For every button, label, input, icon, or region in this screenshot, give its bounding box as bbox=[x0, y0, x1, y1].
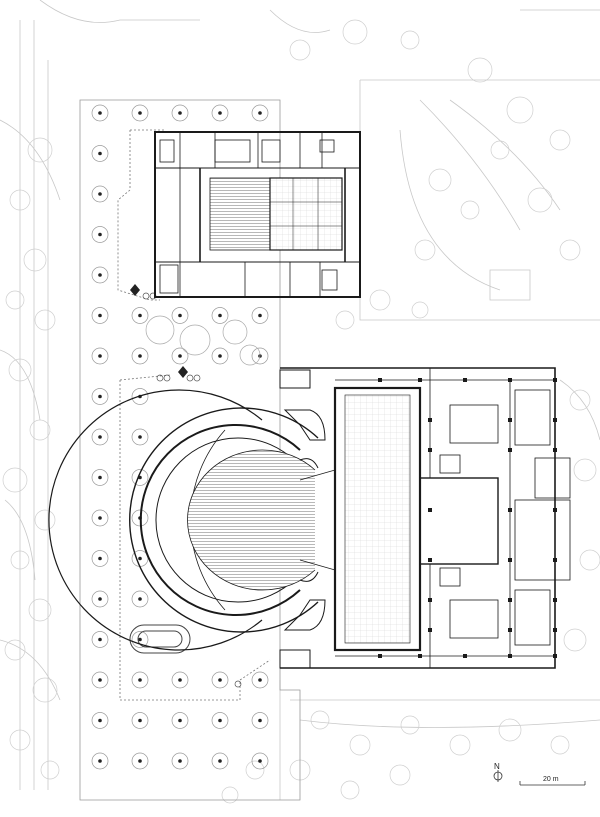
column bbox=[428, 418, 432, 422]
tree-pit bbox=[251, 712, 269, 729]
column bbox=[553, 378, 557, 382]
tree-pit bbox=[131, 752, 149, 770]
tree-pit bbox=[91, 509, 109, 527]
column bbox=[428, 508, 432, 512]
tree-pit bbox=[211, 671, 229, 689]
column bbox=[428, 558, 432, 562]
column bbox=[463, 654, 467, 658]
column bbox=[508, 448, 512, 452]
column bbox=[418, 654, 422, 658]
tree-pit bbox=[91, 428, 109, 446]
tree-pit bbox=[131, 307, 149, 324]
tree-pit bbox=[91, 145, 109, 162]
tree-pit bbox=[91, 752, 109, 770]
tree-pit bbox=[251, 307, 269, 324]
tree-pit bbox=[91, 388, 109, 405]
column bbox=[553, 448, 557, 452]
plaza-boundary bbox=[79, 99, 301, 801]
tree-pit bbox=[251, 671, 269, 689]
tree-pit bbox=[211, 752, 229, 770]
tree-pit bbox=[131, 347, 149, 365]
tree-pit bbox=[91, 469, 109, 486]
tree-pit bbox=[211, 104, 229, 122]
landscape-trees bbox=[2, 19, 600, 804]
scale-label: 20 m bbox=[543, 776, 559, 783]
tree-pit bbox=[131, 590, 149, 608]
tree-pit bbox=[251, 104, 269, 122]
scale-bar bbox=[519, 781, 586, 786]
tree-pit bbox=[91, 307, 109, 324]
column bbox=[428, 598, 432, 602]
column bbox=[553, 418, 557, 422]
column bbox=[553, 654, 557, 658]
tree-pit bbox=[91, 185, 109, 203]
north-label: N bbox=[494, 762, 500, 771]
tree-pit bbox=[91, 266, 109, 284]
main-auditorium bbox=[48, 389, 336, 651]
building-small-theatre bbox=[154, 131, 361, 298]
north-arrow bbox=[493, 770, 503, 782]
column bbox=[378, 654, 382, 658]
plaza-feature-circles bbox=[145, 315, 261, 366]
plaza-tree-grid bbox=[91, 104, 269, 770]
column bbox=[508, 598, 512, 602]
column bbox=[428, 448, 432, 452]
auditorium-stairs bbox=[283, 409, 326, 631]
tree-pit bbox=[171, 712, 189, 729]
path-markers bbox=[130, 284, 188, 378]
tree-pit bbox=[171, 347, 189, 365]
tree-pit bbox=[171, 307, 189, 324]
tree-pit bbox=[211, 712, 229, 729]
building-main-theatre bbox=[279, 367, 571, 669]
tree-pit bbox=[91, 104, 109, 122]
column bbox=[418, 378, 422, 382]
column bbox=[553, 508, 557, 512]
tree-pit bbox=[91, 712, 109, 729]
tree-pit bbox=[131, 104, 149, 122]
tree-pit bbox=[131, 631, 149, 648]
column bbox=[463, 378, 467, 382]
tree-pit bbox=[171, 752, 189, 770]
column bbox=[508, 508, 512, 512]
column bbox=[508, 628, 512, 632]
tree-pit bbox=[91, 590, 109, 608]
structural-columns bbox=[378, 378, 557, 658]
oval-water-feature bbox=[129, 624, 191, 654]
column bbox=[508, 418, 512, 422]
column bbox=[553, 558, 557, 562]
tree-pit bbox=[251, 752, 269, 770]
column bbox=[508, 654, 512, 658]
tree-pit bbox=[211, 347, 229, 365]
tree-pit bbox=[91, 671, 109, 689]
pedestrian-paths bbox=[117, 129, 271, 701]
column bbox=[553, 598, 557, 602]
tree-pit bbox=[211, 307, 229, 324]
column bbox=[378, 378, 382, 382]
column bbox=[428, 628, 432, 632]
tree-pit bbox=[131, 712, 149, 729]
site-context bbox=[0, 0, 600, 800]
tree-pit bbox=[91, 550, 109, 567]
tree-pit bbox=[91, 226, 109, 243]
tree-pit bbox=[131, 671, 149, 689]
column bbox=[508, 558, 512, 562]
column bbox=[553, 628, 557, 632]
tree-pit bbox=[91, 347, 109, 365]
tree-pit bbox=[171, 671, 189, 689]
column bbox=[508, 378, 512, 382]
tree-pit bbox=[171, 104, 189, 122]
tree-pit bbox=[91, 631, 109, 648]
tree-pit bbox=[131, 428, 149, 446]
